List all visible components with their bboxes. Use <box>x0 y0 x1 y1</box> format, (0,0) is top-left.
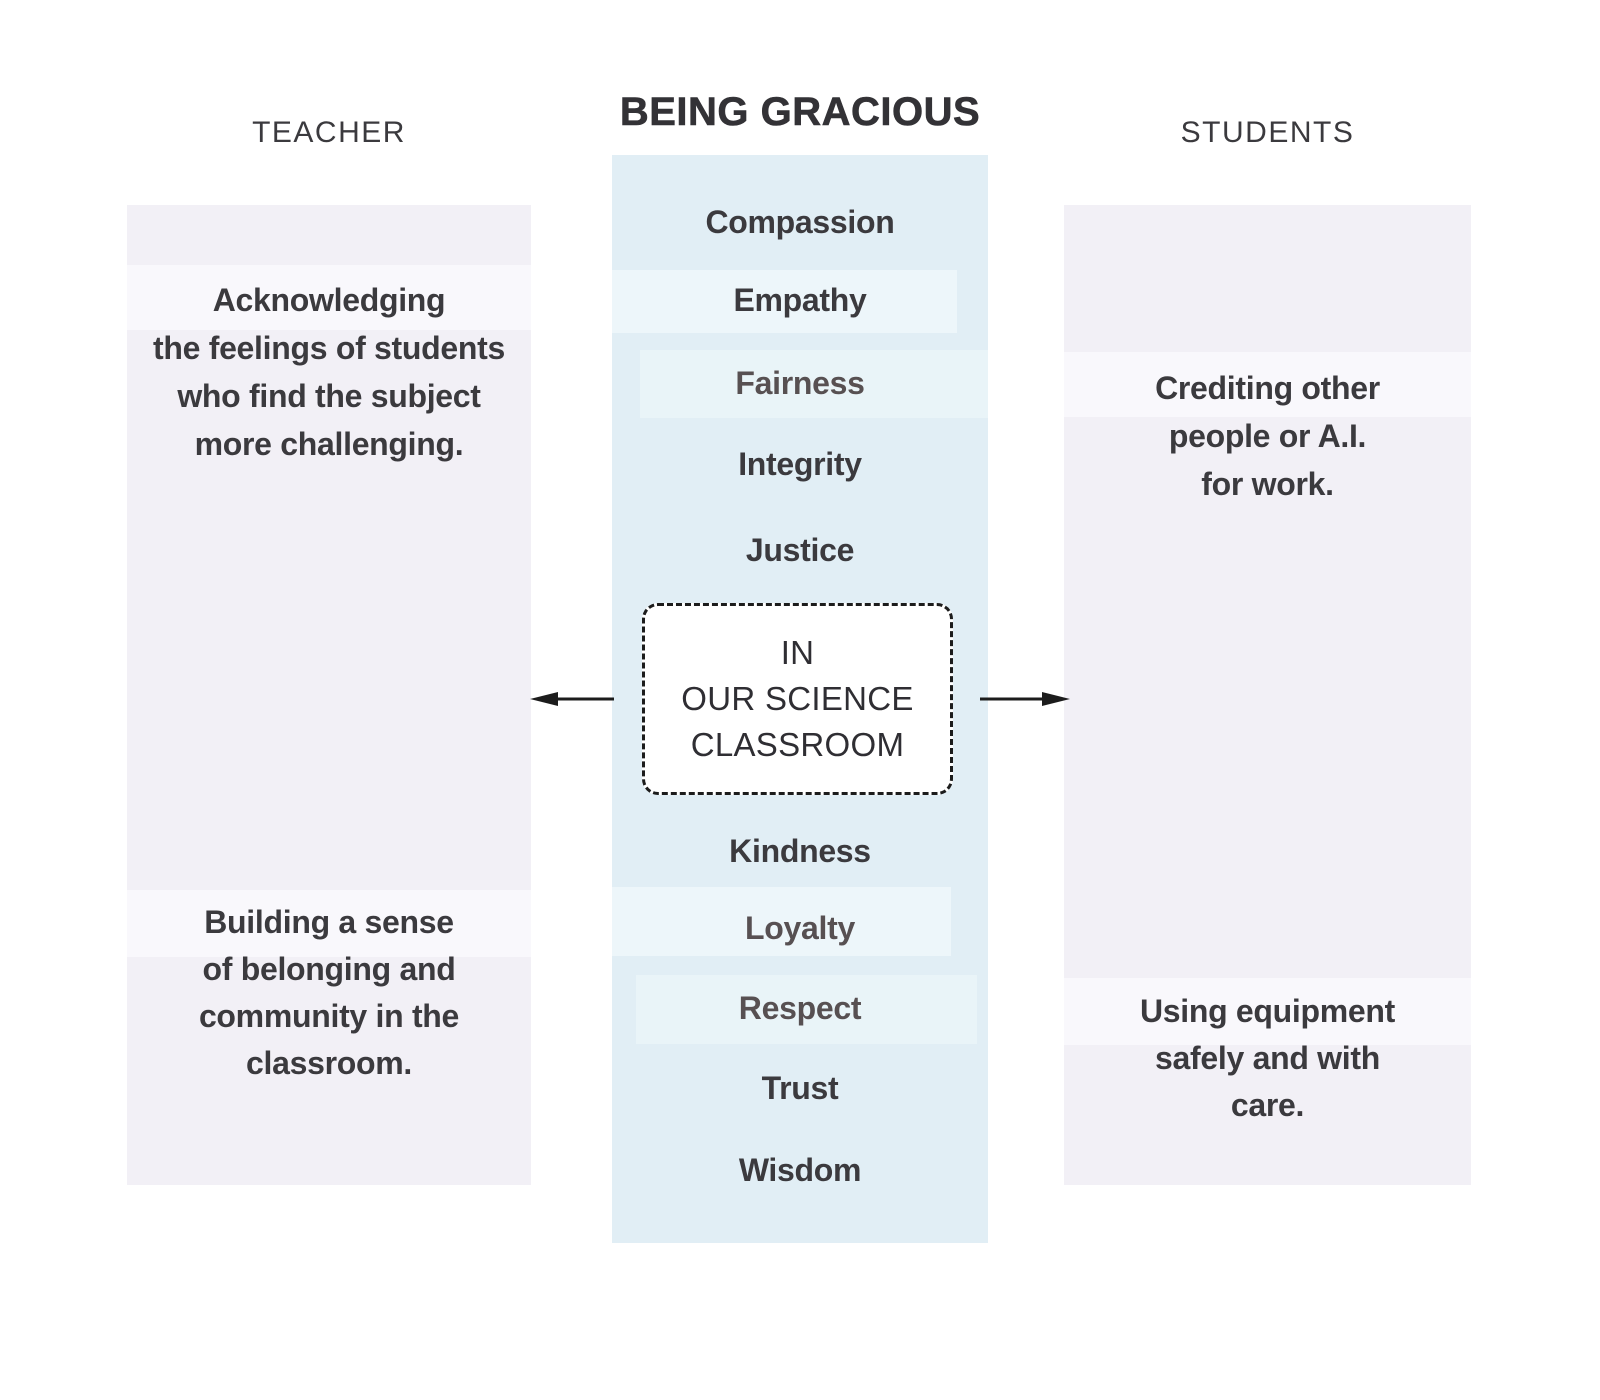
highlight-strip-empathy <box>612 270 957 333</box>
teacher-note-bottom: Building a sense of belonging and commun… <box>198 904 460 1081</box>
teacher-column-header: TEACHER <box>252 116 406 149</box>
highlight-band <box>127 265 531 330</box>
highlight-band <box>1064 978 1471 1045</box>
teacher-panel: Acknowledging the feelings of students w… <box>127 205 531 1185</box>
value-respect: Respect <box>738 990 862 1026</box>
value-justice: Justice <box>745 532 855 568</box>
students-panel: Crediting other people or A.I. for work.… <box>1064 205 1471 1185</box>
highlight-strip-respect <box>636 975 977 1044</box>
page-title: BEING GRACIOUS <box>619 90 981 135</box>
highlight-band <box>1064 352 1471 417</box>
value-compassion: Compassion <box>705 204 895 240</box>
teacher-note-top: Acknowledging the feelings of students w… <box>153 282 505 462</box>
students-note-top: Crediting other people or A.I. for work. <box>1155 370 1380 502</box>
highlight-strip-loyalty <box>612 887 951 956</box>
highlight-strip-fairness <box>640 350 988 418</box>
classroom-box: IN OUR SCIENCE CLASSROOM <box>642 603 953 795</box>
value-empathy: Empathy <box>733 282 867 318</box>
value-trust: Trust <box>761 1070 839 1106</box>
value-fairness: Fairness <box>735 365 865 401</box>
values-column: Compassion Empathy Fairness Integrity Ju… <box>612 155 988 1243</box>
value-kindness: Kindness <box>729 833 871 869</box>
students-note-bottom: Using equipment safely and with care. <box>1139 993 1396 1123</box>
value-integrity: Integrity <box>738 446 862 482</box>
value-loyalty: Loyalty <box>745 910 855 946</box>
right-arrow-icon <box>980 692 1070 706</box>
highlight-band <box>127 890 531 957</box>
classroom-box-label: IN OUR SCIENCE CLASSROOM <box>681 634 914 763</box>
value-wisdom: Wisdom <box>738 1152 862 1188</box>
left-arrow-icon <box>530 692 614 706</box>
students-column-header: STUDENTS <box>1180 116 1355 149</box>
